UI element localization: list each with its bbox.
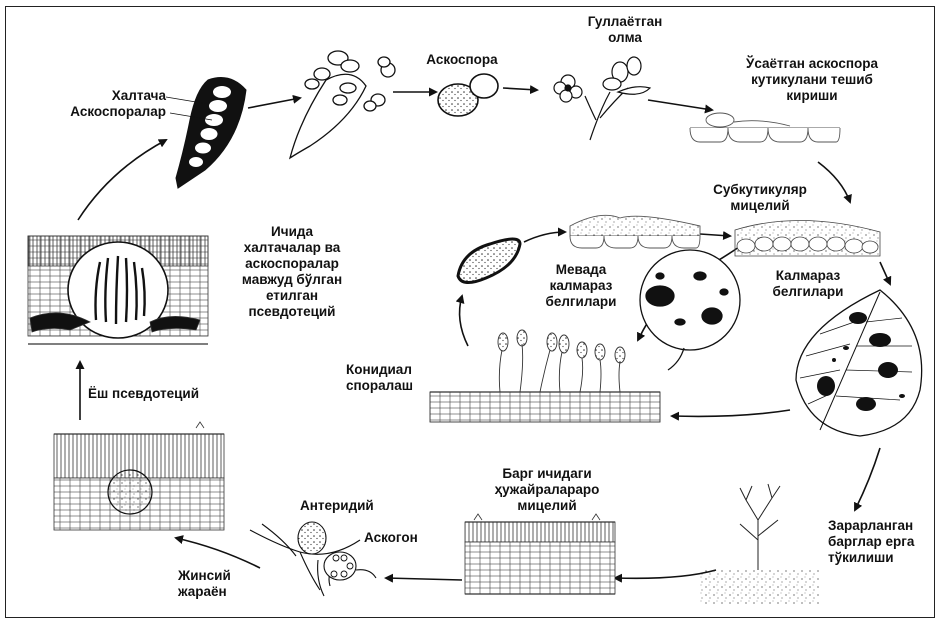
label-ascospores: Аскоспоралар [26,104,166,119]
arrow-mature-to-ascus [78,140,166,220]
label-young-pseudothecium: Ёш псевдотеций [88,386,248,401]
subcuticular-mycelium-drawing [735,220,880,256]
arrow-flower-to-germinating [648,100,712,110]
label-intercellular-2: ҳужайралараро [472,482,622,497]
label-ascospore: Аскоспора [420,52,504,67]
label-ascus: Халтача [40,88,166,103]
infected-leaf-drawing [796,290,922,436]
label-ascogonium: Аскогон [364,530,444,545]
label-sexual-process-2: жараён [178,584,258,599]
arrow-conidium-to-cuticle [524,232,565,242]
label-mature-pseudothecium-1: Ичида [222,224,362,239]
arrow-cuticle-to-subcuticular [700,234,730,236]
arrow-conidia-up [460,296,468,346]
label-conidial-2: споралаш [346,378,446,393]
arrow-ascospore-to-flower [503,88,537,90]
intercellular-mycelium-drawing [465,514,615,594]
label-fallen-leaves-1: Зарарланган [828,518,934,533]
germinating-ascospore-drawing [690,113,840,142]
ascus-drawing [166,78,246,188]
conidium-cuticle-drawing [570,215,700,248]
label-fruit-symptoms-1: Мевада [536,262,626,277]
label-subcuticular-1: Субкутикуляр [690,182,830,197]
mature-pseudothecium-drawing [28,236,208,344]
label-subcuticular-2: мицелий [690,198,830,213]
flowering-apple-drawing [554,57,650,140]
arrow-leaf-to-conidia [672,410,790,416]
young-pseudothecium-drawing [54,422,224,530]
label-fruit-symptoms-2: калмараз [536,278,626,293]
label-fallen-leaves-3: тўкилиши [828,550,934,565]
label-antheridium: Антеридий [300,498,400,513]
label-flowering-apple-2: олма [570,30,680,45]
label-sexual-process-1: Жинсий [178,568,258,583]
label-conidial-1: Конидиал [346,362,446,377]
label-mature-pseudothecium-2: халтачалар ва [222,240,362,255]
label-germinating-3: кириши [722,88,902,103]
arrow-leaf-to-fallen [855,448,880,510]
conidium-drawing [458,239,520,283]
sexual-process-drawing [250,522,376,596]
label-fallen-leaves-2: барглар ерга [828,534,934,549]
label-scab-symptoms-2: белгилари [758,284,858,299]
released-ascus-drawing [290,51,395,158]
label-intercellular-1: Барг ичидаги [472,466,622,481]
label-mature-pseudothecium-5: етилган [222,288,362,303]
arrow-ascus-to-released [248,98,300,108]
label-germinating-1: Ўсаётган аскоспора [722,56,902,71]
conidial-sporulation-drawing [430,330,660,422]
fallen-leaves-drawing [700,484,820,604]
label-flowering-apple-1: Гуллаётган [570,14,680,29]
label-mature-pseudothecium-3: аскоспоралар [222,256,362,271]
label-mature-pseudothecium-6: псевдотеций [222,304,362,319]
arrow-to-leaf-symptoms [880,262,890,284]
label-scab-symptoms-1: Калмараз [758,268,858,283]
ascospore-drawing [438,74,498,116]
arrow-sexual-to-young [176,538,260,568]
arrow-intercellular-to-sexual [386,578,462,580]
label-germinating-2: кутикулани тешиб [722,72,902,87]
label-fruit-symptoms-3: белгилари [536,294,626,309]
scabbed-fruit-drawing [640,250,740,370]
label-intercellular-3: мицелий [472,498,622,513]
label-mature-pseudothecium-4: мавжуд бўлган [222,272,362,287]
